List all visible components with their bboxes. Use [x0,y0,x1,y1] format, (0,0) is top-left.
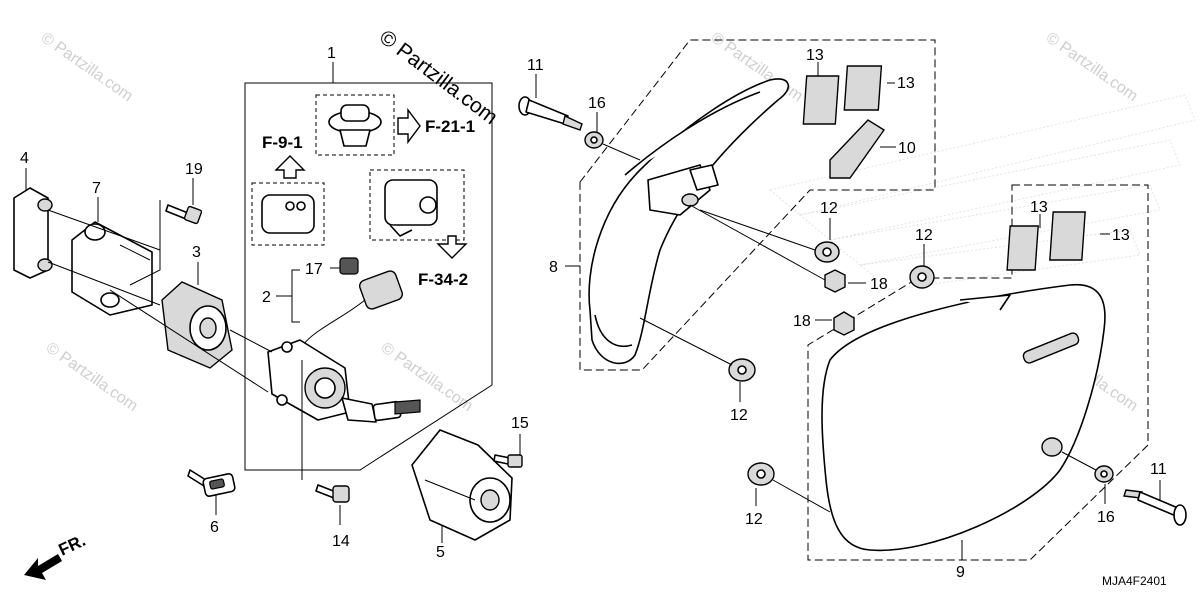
assembly-line [47,261,161,306]
ref-f-21-1: F-21-1 [425,117,475,136]
bolt-14 [315,484,350,503]
lock-cover-5 [411,429,513,541]
rubber-pad-10 [829,119,885,179]
callout-7: 7 [92,180,101,197]
callout-12a: 12 [820,200,838,217]
assembly-line [229,329,273,353]
bolt-19 [165,204,203,225]
callout-11a: 11 [527,57,544,74]
switch-box-right [369,169,465,241]
reflector-pad-13a [802,75,840,125]
bracket-2 [291,269,300,323]
reflector-pad-13c [1006,225,1039,271]
callout-17: 17 [305,261,323,278]
reflector-pad-13d [1049,211,1086,261]
callout-15: 15 [511,415,529,432]
callout-12c: 12 [915,227,933,244]
key-blank [187,469,236,497]
left-cover-outline [579,39,936,371]
watermark-repeat: © Partzilla.com [1043,29,1141,105]
callout-14: 14 [332,533,350,550]
watermark-main: © Partzilla.com [375,26,502,130]
watermark-repeat: © Partzilla.com [38,29,136,105]
callout-2: 2 [262,289,271,306]
callout-16a: 16 [588,95,606,112]
switch-box-left [251,182,325,246]
callout-9: 9 [956,564,965,581]
assembly-line [109,289,269,393]
callout-13d: 13 [1112,227,1130,244]
right-cover-outline [807,184,1149,561]
assembly-line [689,204,826,281]
washer-16-upper [584,131,604,149]
wing-logo-watermark [768,94,1196,291]
grommet-12a [814,241,840,263]
ref-f-9-1: F-9-1 [262,133,303,152]
right-side-cover [821,283,1106,552]
callout-4: 4 [20,150,29,167]
callout-3: 3 [192,244,201,261]
assembly-line [772,479,831,513]
assembly-line [602,143,641,161]
lock-body [161,281,233,369]
grommet-12b [728,358,756,382]
washer-16-lower [1094,465,1114,483]
callout-11b: 11 [1150,461,1167,478]
assembly-line [47,209,161,251]
nut-18b [833,311,855,336]
callout-13b: 13 [897,75,915,92]
screw-15 [493,454,523,468]
lock-cylinder [267,339,421,423]
group-1-box [244,82,493,471]
ignition-switch-top [328,104,382,147]
callout-12d: 12 [745,511,763,528]
connector-clip [339,257,359,275]
bracket-19 [129,200,161,286]
callout-1: 1 [327,45,336,62]
grommet-12c [909,265,935,289]
callout-8: 8 [549,259,558,276]
front-direction-arrow-icon [24,554,62,580]
assembly-line [699,209,816,251]
lock-cover-bracket [71,221,153,316]
arrow-down-icon [436,235,468,259]
reflector-pad-13b [843,65,883,111]
diagram-code: MJA4F2401 [1102,574,1167,588]
mount-plate [13,187,53,279]
grommet-12d [747,462,775,486]
callout-13c: 13 [1030,199,1048,216]
arrow-right-icon [397,107,421,145]
ref-f-34-2: F-34-2 [418,270,468,289]
callout-13a: 13 [806,47,824,64]
assembly-line [1061,451,1097,471]
callout-18a: 18 [870,276,888,293]
ignition-switch-right [384,179,438,237]
callout-16b: 16 [1097,509,1115,526]
callout-6: 6 [210,519,219,536]
callout-12b: 12 [730,407,748,424]
callout-10: 10 [898,140,916,157]
bolt-11-lower [1123,489,1187,526]
nut-18a [824,269,846,293]
switch-box-top [315,94,395,156]
bolt-11-upper [518,96,583,131]
ignition-switch-left [261,194,315,234]
arrow-up-icon [274,155,306,179]
callout-19: 19 [185,161,203,178]
callout-5: 5 [436,544,445,561]
callout-18b: 18 [793,313,811,330]
watermark-repeat: © Partzilla.com [43,339,141,415]
assembly-line [639,317,733,366]
left-side-cover [588,78,790,365]
front-direction-label: FR. [56,531,89,560]
